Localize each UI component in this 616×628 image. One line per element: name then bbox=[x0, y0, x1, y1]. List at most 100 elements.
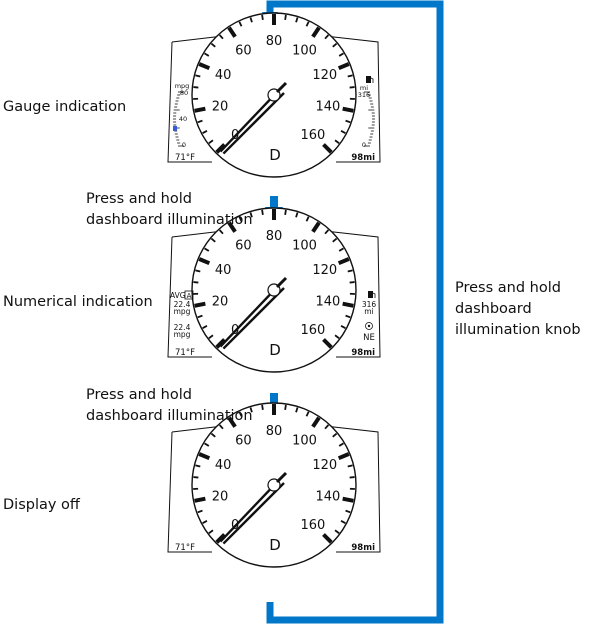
outside-temperature: 71°F bbox=[175, 543, 195, 553]
step-2-label: Press and hold dashboard illumination bbox=[86, 385, 253, 427]
scale-label: 80 bbox=[266, 34, 283, 49]
display-panel-outline bbox=[167, 425, 381, 553]
display-panel-outline bbox=[167, 230, 381, 358]
minor-tick bbox=[334, 529, 340, 534]
step-2-line-1: Press and hold bbox=[86, 387, 192, 403]
minor-tick bbox=[204, 247, 210, 252]
fuel-pump-hose bbox=[372, 292, 376, 298]
display-panel-outline bbox=[167, 35, 381, 163]
return-line-1: Press and hold bbox=[455, 280, 561, 296]
minor-tick bbox=[340, 520, 346, 524]
minor-tick bbox=[249, 17, 253, 23]
down-arrow-shaft bbox=[270, 196, 278, 208]
return-line-3: illumination knob bbox=[455, 322, 581, 338]
major-tick bbox=[322, 533, 333, 544]
minor-tick bbox=[197, 509, 203, 514]
major-tick bbox=[194, 496, 206, 503]
minor-tick bbox=[295, 407, 299, 413]
scale-label: 40 bbox=[215, 68, 232, 83]
major-tick bbox=[198, 257, 211, 266]
major-tick bbox=[337, 62, 350, 71]
major-tick bbox=[311, 26, 321, 38]
minor-tick bbox=[340, 130, 346, 134]
minor-tick bbox=[324, 34, 330, 40]
major-tick bbox=[342, 106, 354, 113]
step-2-line-2: dashboard illumination bbox=[86, 408, 253, 424]
scale-label: 160 bbox=[300, 518, 325, 533]
compass-ring bbox=[365, 322, 373, 330]
gear-indicator: D bbox=[269, 536, 281, 554]
major-tick bbox=[215, 143, 226, 154]
odometer: 98mi bbox=[351, 153, 375, 163]
needle-tail bbox=[275, 81, 288, 94]
minor-tick bbox=[210, 432, 216, 438]
minor-tick bbox=[295, 17, 299, 23]
scale-label: 120 bbox=[312, 263, 337, 278]
cluster-numerical-indication: 020406080100120140160D71°F98miAVGA22.4mp… bbox=[167, 207, 381, 373]
step-1-line-2: dashboard illumination bbox=[86, 212, 253, 228]
speed-needle bbox=[219, 471, 288, 545]
step-1-label: Press and hold dashboard illumination bbox=[86, 189, 253, 231]
scale-label: 140 bbox=[316, 100, 341, 115]
minor-tick bbox=[338, 442, 344, 447]
speed-needle bbox=[219, 276, 288, 350]
outside-temperature: 71°F bbox=[175, 153, 195, 163]
minor-tick bbox=[338, 247, 344, 252]
major-tick bbox=[227, 416, 237, 428]
avg-badge: A bbox=[187, 292, 192, 300]
inst-unit: mpg bbox=[174, 330, 191, 339]
minor-tick bbox=[210, 42, 216, 48]
fuel-pump-body bbox=[366, 76, 371, 83]
major-tick bbox=[322, 338, 333, 349]
major-tick bbox=[227, 26, 237, 38]
minor-tick bbox=[284, 14, 287, 20]
down-arrow-shaft bbox=[270, 393, 278, 405]
scale-label: 60 bbox=[235, 238, 252, 253]
fuel-pump-icon bbox=[368, 291, 376, 298]
range-unit: mi bbox=[364, 307, 373, 316]
compass-icon bbox=[365, 322, 373, 330]
display-off-label: Display off bbox=[3, 497, 80, 513]
minor-tick bbox=[195, 74, 201, 78]
minor-tick bbox=[238, 411, 243, 417]
return-loop-label: Press and hold dashboard illumination kn… bbox=[455, 278, 581, 341]
major-tick bbox=[215, 533, 226, 544]
minor-tick bbox=[195, 464, 201, 468]
right-gauge-bottom: 0 bbox=[362, 141, 366, 149]
scale-label: 160 bbox=[300, 323, 325, 338]
inst-value: 22.4 bbox=[174, 323, 191, 332]
needle-stroke-b bbox=[222, 92, 285, 155]
scale-label: 140 bbox=[316, 295, 341, 310]
gauge-indication-label: Gauge indication bbox=[3, 99, 127, 115]
minor-tick bbox=[249, 407, 253, 413]
major-tick bbox=[198, 62, 211, 71]
minor-tick bbox=[347, 269, 353, 273]
minor-tick bbox=[238, 216, 243, 222]
scale-label: 20 bbox=[212, 100, 229, 115]
avg-label: AVG bbox=[170, 291, 186, 300]
major-tick bbox=[342, 301, 354, 308]
odometer: 98mi bbox=[351, 543, 375, 553]
minor-tick bbox=[347, 464, 353, 468]
scale-label: 100 bbox=[292, 43, 317, 58]
minor-tick bbox=[324, 424, 330, 430]
minor-tick bbox=[249, 212, 253, 218]
fuel-pump-hose bbox=[370, 77, 374, 83]
needle-tail bbox=[275, 276, 288, 289]
minor-tick bbox=[305, 411, 310, 417]
minor-tick bbox=[338, 52, 344, 57]
minor-tick bbox=[284, 404, 287, 410]
scale-label: 20 bbox=[212, 295, 229, 310]
minor-tick bbox=[334, 334, 340, 339]
speed-needle bbox=[219, 81, 288, 155]
fuel-pump-body bbox=[368, 291, 373, 298]
major-tick bbox=[342, 496, 354, 503]
minor-tick bbox=[208, 334, 214, 339]
scale-label: 20 bbox=[212, 490, 229, 505]
minor-tick bbox=[261, 209, 264, 215]
loop-line bbox=[266, 0, 444, 624]
minor-tick bbox=[208, 529, 214, 534]
minor-tick bbox=[218, 229, 224, 235]
scale-label: 120 bbox=[312, 458, 337, 473]
